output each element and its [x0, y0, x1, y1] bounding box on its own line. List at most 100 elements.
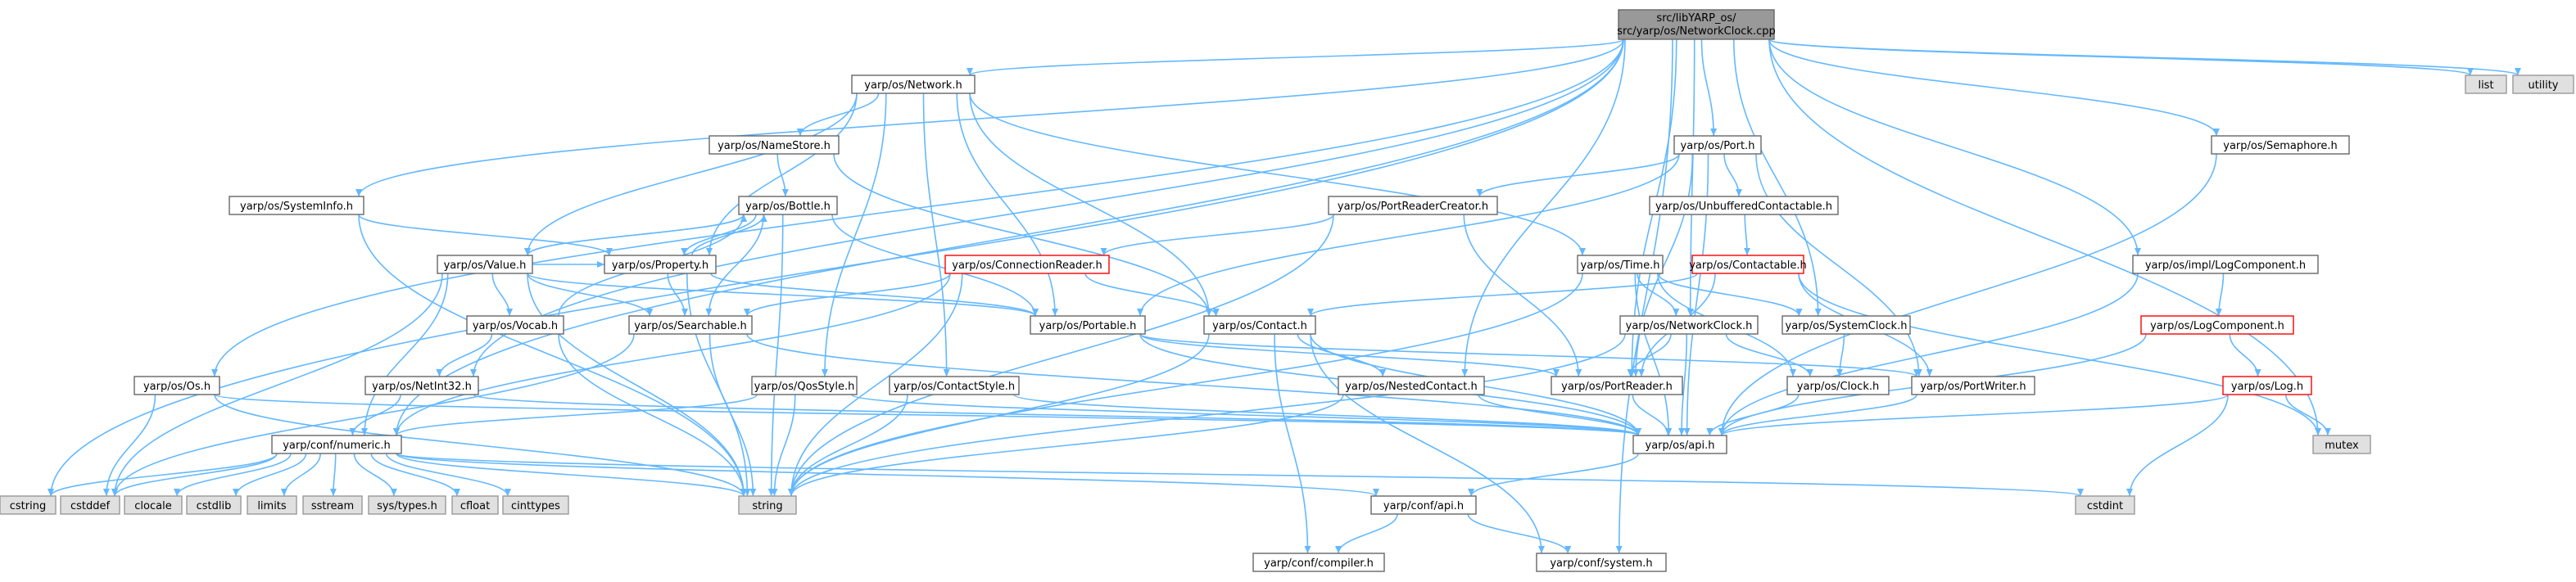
node-api[interactable]: yarp/os/api.h — [1632, 435, 1727, 454]
node-box-time — [1577, 255, 1664, 274]
edge-numeric-to-cstddef — [114, 453, 278, 497]
node-portReader[interactable]: yarp/os/PortReader.h — [1551, 376, 1683, 395]
node-contact[interactable]: yarp/os/Contact.h — [1203, 315, 1316, 335]
node-value[interactable]: yarp/os/Value.h — [437, 255, 533, 274]
node-network[interactable]: yarp/os/Network.h — [851, 74, 976, 94]
arrowhead-property-to-bottle — [760, 214, 767, 222]
node-label-implLog: yarp/os/impl/LogComponent.h — [2145, 259, 2306, 272]
node-label-bottle: yarp/os/Bottle.h — [745, 201, 831, 213]
node-utility: utility — [2512, 74, 2574, 94]
edge-contact-to-nestedContact — [1297, 333, 1384, 377]
edge-value-to-portable — [527, 273, 1036, 317]
node-box-value — [437, 255, 533, 274]
arrowhead-network-to-property — [706, 248, 713, 255]
node-box-confSystem — [1536, 553, 1667, 572]
node-portReaderCreator[interactable]: yarp/os/PortReaderCreator.h — [1328, 196, 1498, 215]
node-box-confApi — [1370, 495, 1477, 515]
arrowhead-port-to-portWriter — [1915, 369, 1922, 377]
edge-network-to-contactStyle — [922, 92, 948, 377]
node-confApi[interactable]: yarp/conf/api.h — [1370, 495, 1477, 515]
edge-confApi-to-confSystem — [1467, 513, 1569, 554]
node-semaphore[interactable]: yarp/os/Semaphore.h — [2211, 135, 2350, 155]
arrowhead-confApi-to-confSystem — [1564, 546, 1572, 553]
node-vocab[interactable]: yarp/os/Vocab.h — [466, 315, 564, 335]
node-label-semaphore: yarp/os/Semaphore.h — [2223, 140, 2338, 152]
node-box-root — [1618, 9, 1775, 40]
node-connReader[interactable]: yarp/os/ConnectionReader.h — [944, 255, 1110, 274]
node-box-cstdint — [2075, 495, 2135, 515]
node-label-cfloat: cfloat — [460, 500, 490, 512]
arrowhead-root-to-list — [2467, 68, 2474, 75]
arrowhead-network-to-portable — [1052, 309, 1059, 316]
node-label-api: yarp/os/api.h — [1646, 440, 1715, 452]
node-nameStore[interactable]: yarp/os/NameStore.h — [709, 135, 840, 155]
node-nestedContact[interactable]: yarp/os/NestedContact.h — [1338, 376, 1485, 395]
edge-network-to-property — [709, 92, 858, 256]
node-box-semaphore — [2211, 135, 2350, 155]
node-box-limits — [247, 495, 297, 515]
node-portWriter[interactable]: yarp/os/PortWriter.h — [1911, 376, 2035, 395]
arrowhead-contactable-to-mutex — [2315, 428, 2321, 435]
node-contactStyle[interactable]: yarp/os/ContactStyle.h — [889, 376, 1020, 395]
arrowhead-nameStore-to-bottle — [781, 189, 789, 196]
node-systypes: sys/types.h — [368, 495, 446, 515]
node-box-numeric — [271, 435, 402, 454]
edge-time-to-string — [790, 273, 1583, 497]
node-networkClock[interactable]: yarp/os/NetworkClock.h — [1619, 315, 1759, 335]
arrowhead-contact-to-compiler — [1304, 546, 1311, 553]
node-compiler[interactable]: yarp/conf/compiler.h — [1252, 553, 1385, 572]
node-qos[interactable]: yarp/os/QosStyle.h — [751, 376, 858, 395]
node-bottle[interactable]: yarp/os/Bottle.h — [738, 196, 838, 215]
node-box-portable — [1030, 315, 1146, 335]
arrowhead-contact-to-nestedContact — [1379, 369, 1387, 377]
node-portable[interactable]: yarp/os/Portable.h — [1030, 315, 1146, 335]
edge-vocab-to-string — [558, 333, 745, 497]
node-netInt32[interactable]: yarp/os/NetInt32.h — [364, 376, 479, 395]
edge-log-to-api — [1721, 394, 2229, 436]
edge-portReaderCreator-to-portReader — [1463, 214, 1580, 377]
node-contactable[interactable]: yarp/os/Contactable.h — [1689, 255, 1807, 274]
node-label-mutex: mutex — [2325, 440, 2359, 452]
node-log[interactable]: yarp/os/Log.h — [2222, 376, 2312, 395]
edge-port-to-portWriter — [1755, 153, 1920, 377]
node-port[interactable]: yarp/os/Port.h — [1673, 135, 1762, 155]
arrowhead-osH-to-string — [740, 489, 747, 496]
node-clock[interactable]: yarp/os/Clock.h — [1786, 376, 1890, 395]
edge-property-to-string — [686, 273, 749, 497]
node-label-vocab: yarp/os/Vocab.h — [473, 320, 558, 332]
node-box-list — [2465, 74, 2507, 94]
node-label-port: yarp/os/Port.h — [1681, 140, 1755, 152]
node-property[interactable]: yarp/os/Property.h — [604, 255, 717, 274]
node-box-port — [1673, 135, 1762, 155]
node-logComp[interactable]: yarp/os/LogComponent.h — [2140, 315, 2294, 335]
node-label-portWriter: yarp/os/PortWriter.h — [1920, 381, 2026, 393]
node-box-contactable — [1691, 255, 1804, 274]
edge-property-to-bottle — [691, 214, 765, 256]
node-confSystem[interactable]: yarp/conf/system.h — [1536, 553, 1667, 572]
node-label-nestedContact: yarp/os/NestedContact.h — [1345, 381, 1478, 393]
node-osH[interactable]: yarp/os/Os.h — [134, 376, 220, 395]
node-root[interactable]: src/libYARP_os/src/yarp/os/NetworkClock.… — [1617, 9, 1776, 40]
node-box-bottle — [738, 196, 838, 215]
edge-portable-to-portWriter — [1139, 333, 1917, 377]
edge-confApi-to-compiler — [1338, 513, 1398, 554]
arrowhead-numeric-to-sstream — [329, 489, 337, 496]
edge-contactStyle-to-api — [1013, 394, 1639, 436]
node-time[interactable]: yarp/os/Time.h — [1577, 255, 1664, 274]
node-box-systemInfo — [229, 196, 364, 215]
node-numeric[interactable]: yarp/conf/numeric.h — [271, 435, 402, 454]
edge-implLog-to-api — [1721, 273, 2139, 436]
node-systemInfo[interactable]: yarp/os/SystemInfo.h — [229, 196, 364, 215]
arrowhead-value-to-vocab — [506, 309, 514, 316]
arrowhead-unbuffered-to-contactable — [1744, 248, 1751, 255]
arrowhead-time-to-clock — [1790, 369, 1796, 377]
arrowhead-network-to-contactStyle — [943, 369, 950, 377]
edge-root-to-port — [1700, 38, 1714, 137]
arrowhead-networkClock-to-string — [788, 489, 795, 496]
node-searchable[interactable]: yarp/os/Searchable.h — [628, 315, 753, 335]
node-systemClock[interactable]: yarp/os/SystemClock.h — [1781, 315, 1911, 335]
node-implLog[interactable]: yarp/os/impl/LogComponent.h — [2132, 255, 2319, 274]
arrowhead-qos-to-string — [771, 489, 778, 496]
node-label-sstream: sstream — [311, 500, 354, 512]
node-unbuffered[interactable]: yarp/os/UnbufferedContactable.h — [1649, 196, 1839, 215]
